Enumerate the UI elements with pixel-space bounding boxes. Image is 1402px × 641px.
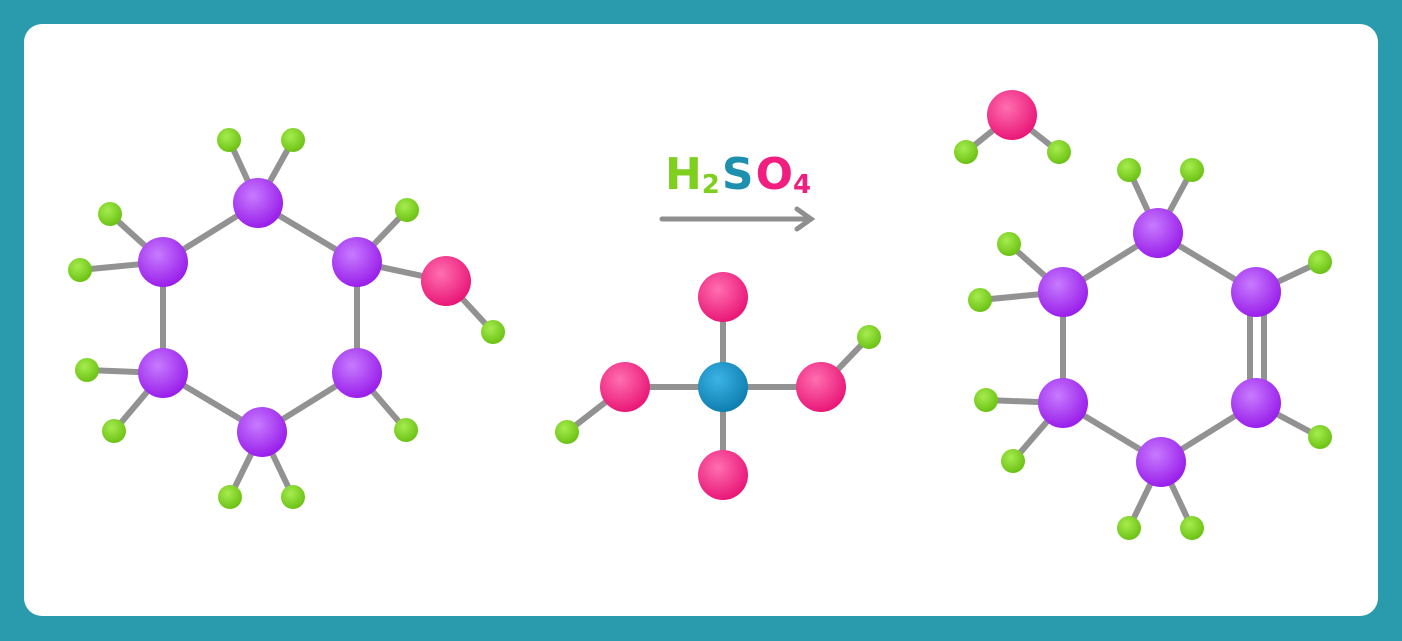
- carbon-atom: [1038, 267, 1088, 317]
- hydrogen-atom: [1308, 425, 1332, 449]
- carbon-atom: [237, 407, 287, 457]
- hydrogen-atom: [997, 232, 1021, 256]
- hydrogen-atom: [395, 198, 419, 222]
- hydrogen-atom: [954, 140, 978, 164]
- sulfuric-acid-molecule: [555, 272, 881, 500]
- hydrogen-atom: [1001, 449, 1025, 473]
- formula-part: O: [756, 149, 793, 200]
- hydrogen-atom: [1117, 516, 1141, 540]
- hydrogen-atom: [102, 419, 126, 443]
- carbon-atom: [138, 348, 188, 398]
- reagent-formula: H2SO4: [665, 149, 811, 200]
- hydrogen-atom: [1117, 158, 1141, 182]
- hydrogen-atom: [75, 358, 99, 382]
- oxygen-atom: [796, 362, 846, 412]
- hydrogen-atom: [1180, 158, 1204, 182]
- carbon-atom: [332, 237, 382, 287]
- hydrogen-atom: [217, 128, 241, 152]
- oxygen-atom: [421, 256, 471, 306]
- hydrogen-atom: [974, 388, 998, 412]
- hydrogen-atom: [1308, 250, 1332, 274]
- carbon-atom: [1038, 378, 1088, 428]
- reactant-atoms: [68, 128, 505, 509]
- hydrogen-atom: [481, 320, 505, 344]
- hydrogen-atom: [555, 420, 579, 444]
- oxygen-atom: [600, 362, 650, 412]
- carbon-atom: [1231, 378, 1281, 428]
- carbon-atom: [1136, 437, 1186, 487]
- formula-part: 4: [793, 170, 811, 200]
- formula-part: S: [722, 149, 754, 200]
- product-cyclohexene: [968, 158, 1332, 540]
- carbon-atom: [233, 178, 283, 228]
- hydrogen-atom: [68, 258, 92, 282]
- hydrogen-atom: [98, 202, 122, 226]
- oxygen-atom: [698, 450, 748, 500]
- oxygen-atom: [987, 90, 1037, 140]
- formula-part: 2: [702, 170, 720, 200]
- hydrogen-atom: [968, 288, 992, 312]
- reactant-cyclohexanol: [68, 128, 505, 509]
- reactant-bonds: [77, 137, 496, 500]
- sulfur-atom: [698, 362, 748, 412]
- water-molecule: [954, 90, 1071, 164]
- formula-part: H: [665, 149, 702, 200]
- hydrogen-atom: [394, 418, 418, 442]
- hydrogen-atom: [1047, 140, 1071, 164]
- carbon-atom: [332, 348, 382, 398]
- hydrogen-atom: [1180, 516, 1204, 540]
- product-atoms: [968, 158, 1332, 540]
- hydrogen-atom: [218, 485, 242, 509]
- oxygen-atom: [698, 272, 748, 322]
- carbon-atom: [138, 237, 188, 287]
- diagram-panel: [24, 24, 1378, 616]
- hydrogen-atom: [857, 325, 881, 349]
- hydrogen-atom: [281, 485, 305, 509]
- sulfuric-acid-atoms: [555, 272, 881, 500]
- reaction-arrow: [659, 206, 816, 232]
- carbon-atom: [1231, 267, 1281, 317]
- hydrogen-atom: [281, 128, 305, 152]
- carbon-atom: [1133, 208, 1183, 258]
